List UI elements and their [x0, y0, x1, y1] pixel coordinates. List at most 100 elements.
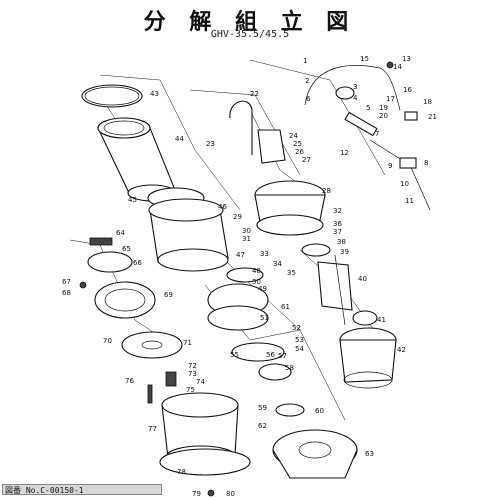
label-54: 54: [295, 345, 304, 353]
label-58: 58: [285, 364, 294, 372]
label-4: 4: [353, 94, 358, 102]
label-19: 19: [379, 104, 388, 112]
label-36: 36: [333, 220, 342, 228]
label-21: 21: [428, 113, 437, 121]
label-23: 23: [206, 140, 215, 148]
part-69-casing: [94, 281, 156, 319]
label-68: 68: [62, 289, 71, 297]
part-48-plate: [226, 267, 264, 283]
part-56-gasket: [231, 342, 285, 362]
label-34: 34: [273, 260, 282, 268]
label-2: 2: [305, 77, 309, 85]
label-24: 24: [289, 132, 298, 140]
label-39: 39: [340, 248, 349, 256]
part-71-flange: [121, 331, 183, 359]
label-25: 25: [293, 140, 302, 148]
label-62: 62: [258, 422, 267, 430]
label-12: 12: [340, 149, 349, 157]
label-1: 1: [303, 57, 307, 65]
label-59: 59: [258, 404, 267, 412]
label-38: 38: [337, 238, 346, 246]
part-43-o-ring: [81, 84, 143, 108]
label-30: 30: [242, 227, 251, 235]
label-57: 57: [278, 352, 287, 360]
label-76: 76: [125, 377, 134, 385]
part-74-seal: [165, 371, 177, 387]
part-number-labels: 1 2 3 4 5 6 7 8 9 10 11 12 13 14 15 16 1…: [62, 55, 437, 498]
label-3: 3: [353, 83, 357, 91]
label-35: 35: [287, 269, 296, 277]
part-78-base-plate: [159, 448, 251, 476]
label-9: 9: [388, 162, 392, 170]
label-64: 64: [116, 229, 125, 237]
label-79: 79: [192, 490, 201, 498]
label-37: 37: [333, 228, 342, 236]
part-10-lead-wire: [369, 139, 431, 211]
part-3-float: [335, 86, 355, 100]
label-27: 27: [302, 156, 311, 164]
label-45: 45: [128, 196, 137, 204]
label-6: 6: [306, 95, 311, 103]
label-52: 52: [292, 324, 301, 332]
label-41: 41: [377, 316, 386, 324]
label-48: 48: [252, 267, 261, 275]
label-66: 66: [133, 259, 142, 267]
label-71: 71: [183, 339, 192, 347]
label-50: 50: [252, 278, 261, 286]
label-14: 14: [393, 63, 402, 71]
label-63: 63: [365, 450, 374, 458]
part-21-clamp: [404, 111, 418, 121]
label-51: 51: [260, 314, 269, 322]
part-66-plate: [87, 251, 133, 273]
label-73: 73: [188, 370, 197, 378]
diagram-title: 分 解 組 立 図: [143, 10, 357, 35]
label-13: 13: [402, 55, 411, 63]
part-42-stator: [339, 327, 397, 389]
part-13-screw: [386, 61, 394, 69]
label-61: 61: [281, 303, 290, 311]
part-1-cable: [304, 65, 401, 111]
label-15: 15: [360, 55, 369, 63]
label-20: 20: [379, 112, 388, 120]
label-40: 40: [358, 275, 367, 283]
label-26: 26: [295, 148, 304, 156]
drawing-number: 図番 No.C-00150-1: [2, 484, 162, 495]
label-78: 78: [177, 468, 186, 476]
label-60: 60: [315, 407, 324, 415]
label-46: 46: [218, 203, 227, 211]
label-75: 75: [186, 386, 195, 394]
label-33: 33: [260, 250, 269, 258]
part-60-wear-ring: [275, 403, 305, 417]
label-17: 17: [386, 95, 395, 103]
part-51-oil-case: [207, 305, 269, 331]
label-5: 5: [366, 104, 370, 112]
label-69: 69: [164, 291, 173, 299]
label-49: 49: [258, 285, 267, 293]
label-29: 29: [233, 213, 242, 221]
part-40-rotor: [317, 254, 353, 326]
label-67: 67: [62, 278, 71, 286]
label-47: 47: [236, 251, 245, 259]
part-24-cable-gland: [257, 129, 286, 164]
label-42: 42: [397, 346, 406, 354]
label-22: 22: [250, 90, 259, 98]
part-28-motor-cover: [254, 180, 326, 223]
label-8: 8: [424, 159, 428, 167]
label-18: 18: [423, 98, 432, 106]
label-31: 31: [242, 235, 251, 243]
label-56: 56: [266, 351, 275, 359]
label-11: 11: [405, 197, 414, 205]
part-41-bearing: [352, 310, 378, 326]
part-79-bolt: [207, 489, 215, 497]
part-64-plate: [89, 237, 113, 246]
label-32: 32: [333, 207, 342, 215]
label-74: 74: [196, 378, 205, 386]
label-55: 55: [230, 351, 239, 359]
part-23-handle: [229, 100, 253, 155]
part-9-terminal: [399, 157, 417, 169]
part-46-cylinder-cover: [148, 198, 229, 272]
part-36-bearing: [301, 243, 331, 257]
label-77: 77: [148, 425, 157, 433]
